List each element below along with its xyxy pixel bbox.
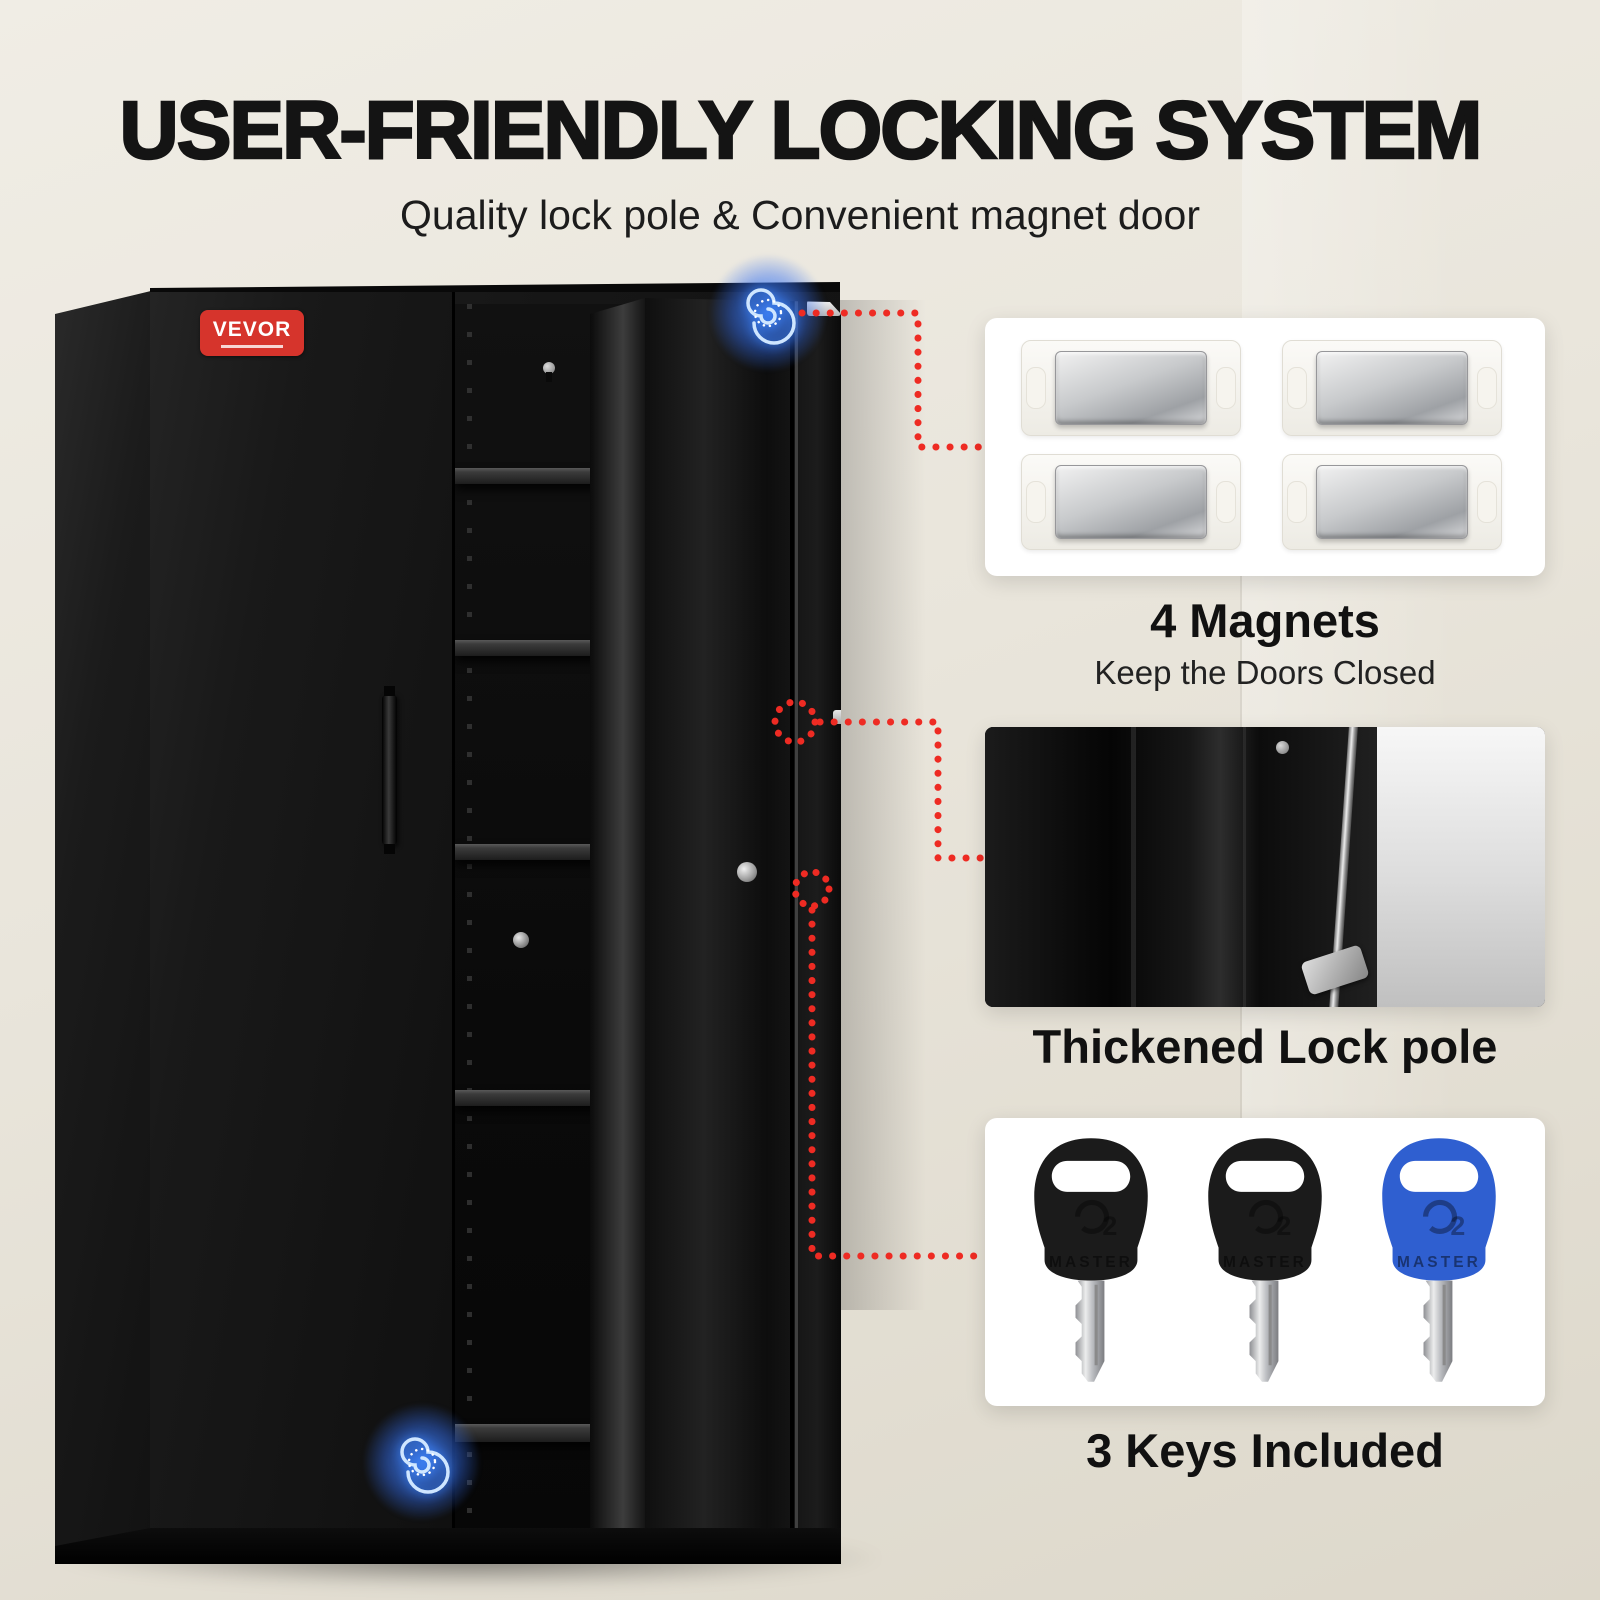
brand-logo-text: VEVOR [212, 317, 292, 341]
magnet-catch [1011, 448, 1251, 556]
magnets-caption: 4 Magnets Keep the Doors Closed [985, 594, 1545, 692]
keys-panel: 2 MASTER 2 MASTER 2 MASTER [985, 1118, 1545, 1406]
keys-title: 3 Keys Included [1086, 1424, 1444, 1477]
magnets-title: 4 Magnets [1150, 594, 1380, 647]
magnets-panel [985, 318, 1545, 576]
door-handle [382, 686, 397, 854]
interior-lock-knob [513, 932, 529, 948]
key-engraving: MASTER [1397, 1254, 1481, 1271]
cabinet-left-door: VEVOR [150, 292, 455, 1550]
hanging-bracket [543, 362, 555, 382]
key-emblem-arc [1249, 1199, 1283, 1234]
key-engraving: MASTER [1223, 1254, 1307, 1271]
key-emblem-number: 2 [1102, 1211, 1117, 1241]
cabinet-side-panel [55, 290, 155, 1564]
brand-badge: VEVOR [200, 310, 304, 356]
magnet-effect-top [730, 275, 806, 351]
page-subtitle: Quality lock pole & Convenient magnet do… [400, 192, 1200, 238]
wall-highlight [1242, 0, 1600, 1260]
open-door-inner-face [645, 298, 841, 1550]
key-emblem-number: 2 [1276, 1211, 1291, 1241]
magnet-effect-bottom [384, 1424, 460, 1500]
lock-pole-panel [985, 727, 1545, 1007]
open-door-edge [590, 298, 645, 1550]
door-stiffener-gap [790, 298, 794, 1550]
magnet-block [1055, 351, 1207, 425]
door-mid-magnet-plate [833, 710, 841, 724]
magnet-catch [1011, 334, 1251, 442]
key-blade [1075, 1280, 1105, 1382]
key-blue: 2 MASTER [1382, 1138, 1496, 1382]
key-emblem-arc [1423, 1199, 1457, 1234]
door-stiffener-highlight [795, 298, 798, 1550]
key-head [1208, 1138, 1322, 1281]
key-blade [1249, 1280, 1279, 1382]
shelf-perforation-strip [467, 304, 472, 1540]
key-emblem-arc [1075, 1199, 1109, 1234]
key-black-1: 2 MASTER [1034, 1138, 1148, 1382]
magnet-catch [1272, 448, 1512, 556]
page-title: USER-FRIENDLY LOCKING SYSTEM [118, 84, 1483, 178]
key-blade [1423, 1280, 1453, 1382]
magnet-catch [1272, 334, 1512, 442]
door-bend-highlight [1130, 727, 1136, 1007]
keys-caption: 3 Keys Included [985, 1424, 1545, 1478]
lock-pole-title: Thickened Lock pole [1032, 1020, 1498, 1073]
magnet-block [1316, 351, 1468, 425]
key-emblem-number: 2 [1450, 1211, 1465, 1241]
cabinet-open-right-door [590, 298, 841, 1550]
door-lock-knob [737, 862, 757, 882]
swirl-icon [746, 288, 796, 345]
swirl-icon [400, 1437, 450, 1494]
magnets-subtitle: Keep the Doors Closed [1094, 654, 1436, 692]
storage-cabinet: VEVOR [55, 278, 841, 1564]
lock-pole-background [1377, 727, 1545, 1007]
key-black-2: 2 MASTER [1208, 1138, 1322, 1382]
key-engraving: MASTER [1049, 1254, 1133, 1271]
lock-pole-caption: Thickened Lock pole [985, 1020, 1545, 1074]
magnet-block [1055, 465, 1207, 539]
door-wall-shadow [836, 300, 926, 1310]
keys-row: 2 MASTER 2 MASTER 2 MASTER [985, 1118, 1545, 1390]
key-head [1382, 1138, 1496, 1281]
cabinet-base [55, 1528, 841, 1564]
magnet-block [1316, 465, 1468, 539]
key-head [1034, 1138, 1148, 1281]
door-bend-highlight [1242, 727, 1246, 1007]
lock-pole-screw [1276, 741, 1290, 754]
magnets-grid [985, 318, 1545, 572]
